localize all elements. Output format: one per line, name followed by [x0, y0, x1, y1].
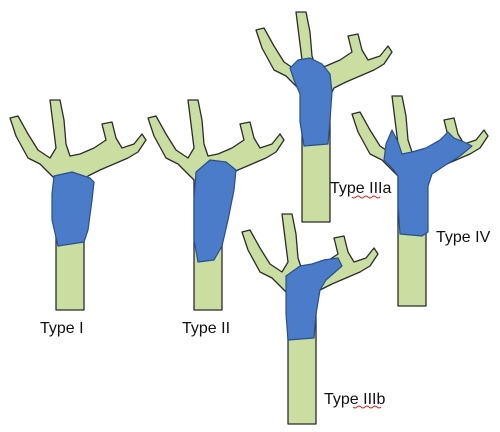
type-iiia-tumor: [289, 57, 333, 147]
type-iiib-tumor: [285, 257, 343, 341]
type-iiia-spell-underline: [351, 195, 381, 199]
type-iv-group: [351, 95, 489, 307]
type-iv-label: Type IV: [436, 229, 491, 246]
type-iiib-spell-underline: [352, 405, 382, 409]
type-iiib-label: Type IIIb: [324, 391, 385, 408]
type-iiib-group: [241, 213, 379, 425]
type-ii-label: Type II: [182, 320, 230, 337]
type-i-label: Type I: [40, 320, 84, 337]
type-ii-group: [147, 99, 285, 311]
type-i-group: [9, 99, 147, 311]
type-iv-tumor: [383, 129, 473, 237]
type-i-tumor: [51, 171, 95, 247]
type-iiia-label: Type IIIa: [330, 180, 391, 197]
type-iiia-group: [255, 11, 393, 223]
type-ii-tumor: [193, 159, 237, 263]
